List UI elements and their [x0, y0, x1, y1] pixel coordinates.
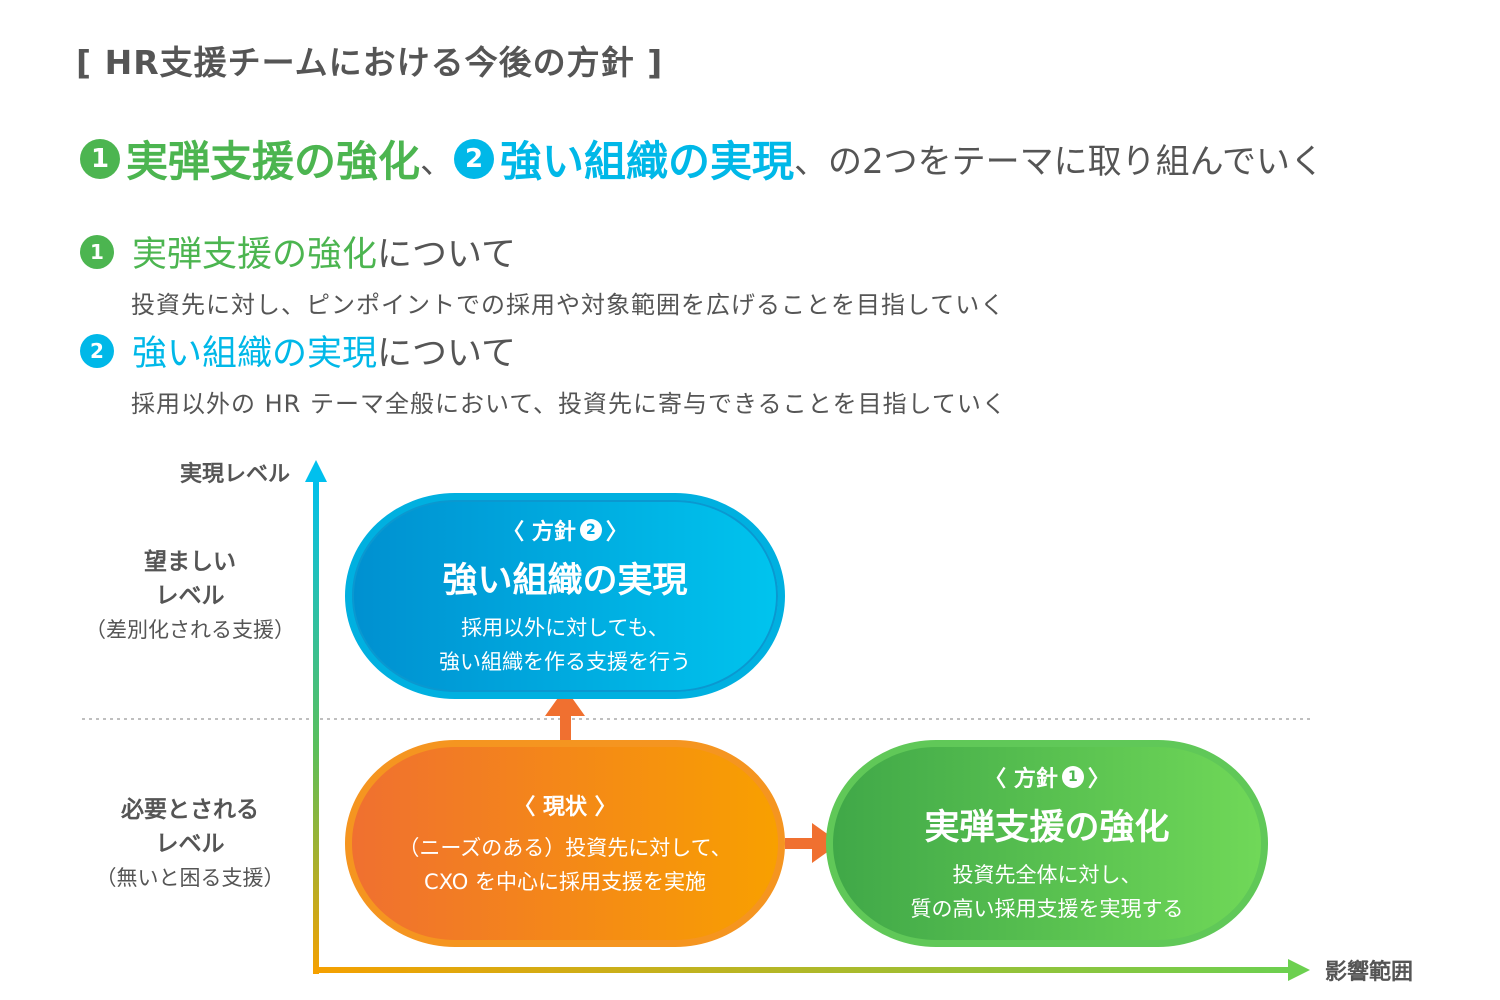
- y-axis-arrow-icon: [305, 460, 327, 482]
- page-title: [ HR支援チームにおける今後の方針 ]: [76, 43, 664, 82]
- number-badge: 1: [1061, 766, 1084, 788]
- box-desc: 採用以外に対しても、: [461, 615, 669, 640]
- theme-2: 強い組織の実現: [500, 137, 795, 186]
- label-note: （無いと困る支援）: [95, 866, 285, 890]
- number-badge: 1: [80, 234, 114, 269]
- box-kicker: 〈 現状 〉: [513, 794, 617, 820]
- box-desc: 質の高い採用支援を実現する: [910, 897, 1184, 921]
- upper-level-label: 望ましい レベル （差別化される支援）: [70, 545, 310, 647]
- theme-1: 実弾支援の強化: [126, 137, 421, 186]
- separator: 、: [420, 142, 455, 182]
- number-badge-2: 2: [454, 138, 495, 179]
- x-axis-arrow-icon: [1288, 959, 1310, 981]
- x-axis-line: [313, 967, 1293, 973]
- headline: 1 実弾支援の強化 、 2 強い組織の実現 、の2つをテーマに取り組んでいく: [80, 128, 1324, 189]
- box-desc: 投資先全体に対し、: [952, 863, 1142, 887]
- lower-level-label: 必要とされる レベル （無いと困る支援）: [70, 793, 310, 895]
- item-desc: 採用以外の HR テーマ全般において、投資先に寄与できることを目指していく: [131, 390, 1007, 418]
- right-arrow-shaft: [785, 838, 815, 849]
- label-line: レベル: [155, 831, 225, 857]
- kicker-post: 〉: [1087, 767, 1110, 792]
- box-desc: （ニーズのある）投資先に対して、: [398, 835, 732, 860]
- headline-rest: 、の2つをテーマに取り組んでいく: [794, 142, 1324, 182]
- kicker-pre: 〈 方針: [984, 767, 1058, 792]
- up-arrow-icon: [545, 688, 585, 716]
- kicker-post: 〉: [605, 519, 628, 545]
- y-axis-label: 実現レベル: [180, 462, 291, 487]
- label-note: （差別化される支援）: [85, 618, 295, 642]
- up-arrow-shaft: [560, 712, 571, 742]
- item-title: 実弾支援の強化: [132, 235, 378, 275]
- box-desc: CXO を中心に採用支援を実施: [424, 869, 706, 894]
- number-badge-1: 1: [80, 138, 120, 179]
- label-line: レベル: [155, 583, 225, 609]
- policy-item-2: 2 強い組織の実現について 採用以外の HR テーマ全般において、投資先に寄与でき…: [80, 325, 1007, 419]
- kicker-pre: 〈 方針: [502, 519, 576, 545]
- box-desc: 強い組織を作る支援を行う: [439, 649, 691, 674]
- x-axis-label: 影響範囲: [1325, 960, 1414, 985]
- policy-item-1: 1 実弾支援の強化について 投資先に対し、ピンポイントでの採用や対象範囲を広げるこ…: [80, 226, 1005, 320]
- box-title: 強い組織の実現: [442, 560, 688, 601]
- label-line: 必要とされる: [121, 797, 259, 823]
- item-suffix: について: [377, 235, 516, 275]
- y-axis-line: [313, 478, 319, 974]
- item-desc: 投資先に対し、ピンポイントでの採用や対象範囲を広げることを目指していく: [131, 291, 1006, 319]
- box-title: 実弾支援の強化: [924, 808, 1170, 848]
- item-title: 強い組織の実現: [132, 334, 378, 374]
- number-badge: 2: [80, 333, 114, 368]
- number-badge: 2: [579, 518, 602, 541]
- item-suffix: について: [377, 334, 516, 374]
- current-state-box: 〈 現状 〉 （ニーズのある）投資先に対して、 CXO を中心に採用支援を実施: [345, 740, 785, 947]
- label-line: 望ましい: [144, 549, 236, 575]
